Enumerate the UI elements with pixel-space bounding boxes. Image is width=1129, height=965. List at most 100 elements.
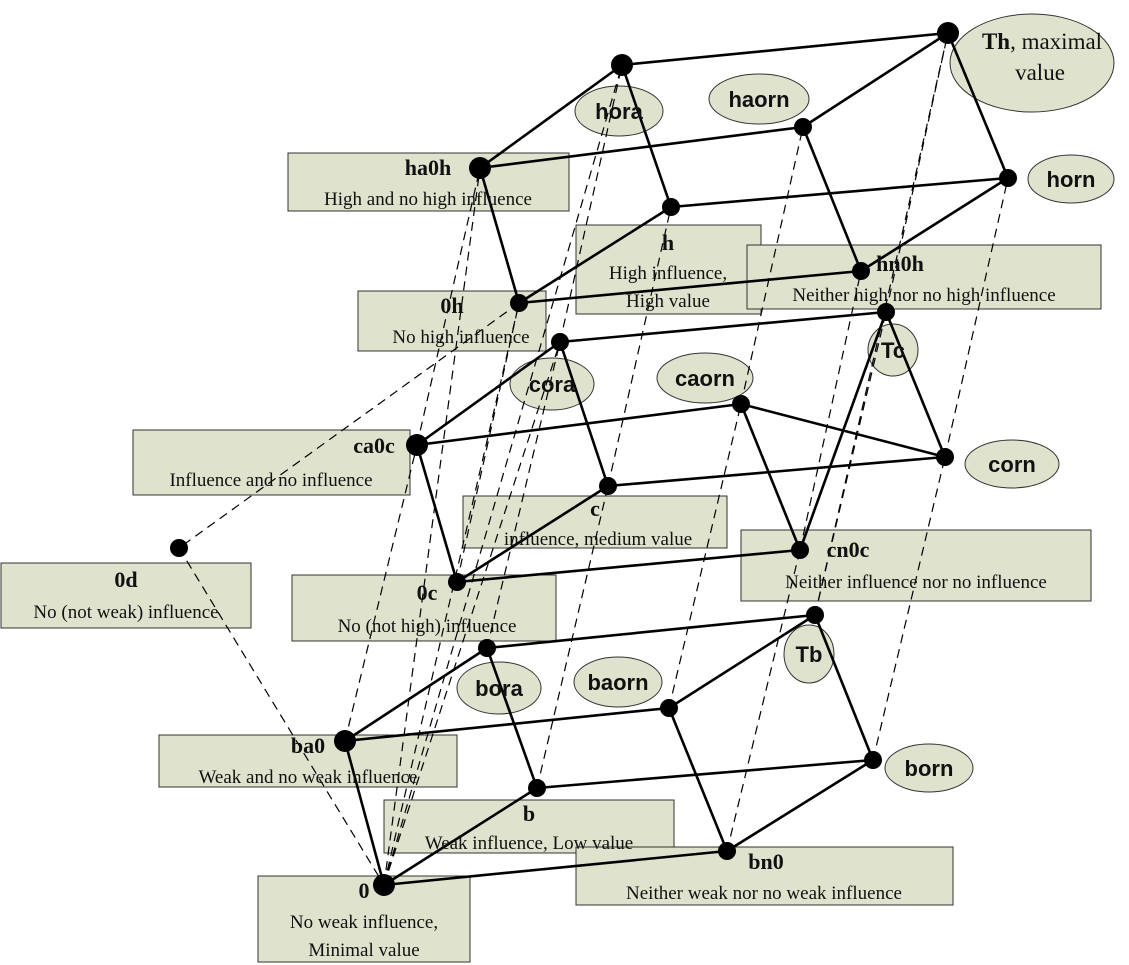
- box-b: [383, 799, 675, 854]
- edge-haorn-Th: [802, 31, 949, 129]
- edge-Th-horn: [946, 32, 1010, 179]
- edge-bora-Tb: [486, 613, 816, 650]
- ellipse-bora: [456, 661, 542, 715]
- edge-z-bn0: [383, 849, 728, 887]
- edge-ca0c-caorn: [416, 402, 742, 447]
- node-ca0c: [406, 434, 428, 456]
- ellipse-th: [949, 13, 1115, 113]
- edge-cora-c: [558, 341, 610, 487]
- edge-ha0h-hora: [479, 63, 623, 170]
- box-0c: [291, 574, 557, 642]
- node-b: [528, 779, 546, 797]
- ellipse-baorn-text: baorn: [587, 670, 648, 695]
- dashed-edge-ba0-ca0c: [344, 444, 418, 742]
- label-0-desc-2: Minimal value: [308, 940, 419, 961]
- node-h0: [510, 294, 528, 312]
- dashed-edge-Tc-Th: [885, 32, 949, 313]
- node-born: [864, 751, 882, 769]
- edge-Tb-born: [813, 614, 875, 761]
- node-cora: [551, 333, 569, 351]
- dashed-edge-z-cora: [383, 341, 561, 886]
- edge-haorn-hn0h: [801, 126, 863, 272]
- label-ba0-name: ba0: [291, 733, 325, 758]
- edge-h-h0: [518, 205, 672, 305]
- box-h: [575, 224, 762, 315]
- edge-ha0h-haorn: [479, 125, 804, 170]
- node-horn: [999, 169, 1017, 187]
- dashed-edge-caorn-haorn: [740, 126, 804, 405]
- node-cn0c: [791, 541, 809, 559]
- ellipse-bora-text: bora: [475, 676, 523, 701]
- ellipse-corn: [964, 439, 1060, 489]
- label-0c-desc: No (not high) influence: [338, 616, 517, 637]
- node-caorn: [732, 395, 750, 413]
- ellipse-hora-text: hora: [595, 99, 643, 124]
- edge-bora-b: [485, 647, 539, 789]
- dashed-edge-baorn-caorn: [668, 403, 742, 709]
- label-texts: ha0h High and no high influence h High i…: [33, 29, 1102, 961]
- edge-c-corn: [607, 455, 946, 488]
- label-cn0c-desc: Neither influence nor no influence: [785, 572, 1047, 593]
- edge-hora-Th: [621, 31, 949, 67]
- node-d0: [170, 539, 188, 557]
- ellipse-horn: [1027, 154, 1115, 204]
- ellipse-th-text-line2: value: [1015, 60, 1065, 85]
- label-h-desc-2: High value: [626, 291, 710, 312]
- node-ba0: [334, 730, 356, 752]
- box-0: [257, 875, 471, 963]
- label-ha0h-name: ha0h: [405, 155, 451, 180]
- edge-cn0c-Tc: [798, 311, 888, 551]
- node-ha0h: [469, 157, 491, 179]
- label-ba0-desc: Weak and no weak influence: [199, 767, 418, 788]
- box-ca0c: [132, 429, 411, 496]
- edge-ba0-bora: [344, 646, 488, 743]
- label-b-name: b: [523, 801, 535, 826]
- dashed-edge-bn0-cn0c: [726, 549, 801, 852]
- node-c: [599, 477, 617, 495]
- label-ca0c-desc: Influence and no influence: [169, 470, 372, 491]
- node-corn: [936, 448, 954, 466]
- ellipse-caorn: [656, 352, 754, 404]
- edge-Tc-corn: [884, 311, 947, 458]
- ellipse-corn-text: corn: [988, 452, 1036, 477]
- label-0d-name: 0d: [114, 567, 137, 592]
- label-0c-name: 0c: [417, 580, 438, 605]
- ellipse-haorn: [708, 73, 810, 125]
- node-bn0: [718, 842, 736, 860]
- dashed-edge-born-corn: [872, 456, 946, 761]
- edge-baorn-Tb: [668, 613, 816, 710]
- node-h: [662, 198, 680, 216]
- ellipse-tc-text: Tc: [881, 338, 905, 363]
- label-hn0h-name: hn0h: [876, 251, 924, 276]
- ellipse-cora: [509, 357, 595, 411]
- dashed-edge-c0-h0: [456, 302, 520, 583]
- edge-ca0c-c0: [415, 444, 459, 583]
- dashed-edge-z-hora: [383, 64, 623, 886]
- node-bora: [478, 639, 496, 657]
- node-Tc: [877, 303, 895, 321]
- box-0d: [0, 562, 252, 629]
- dashed-edge-h0-d0: [178, 302, 520, 549]
- ellipse-tb-text: Tb: [796, 642, 823, 667]
- label-0d-desc: No (not weak) influence: [33, 602, 218, 623]
- label-bn0-name: bn0: [748, 849, 783, 874]
- lattice-nodes: [170, 22, 1017, 896]
- dashed-edge-d0-z: [178, 547, 385, 886]
- dashed-edge-Tb-Th: [814, 32, 949, 616]
- edge-ha0h-h0: [478, 167, 521, 304]
- dashed-edge-corn-horn: [944, 177, 1009, 458]
- ellipse-horn-text: horn: [1047, 167, 1096, 192]
- edge-caorn-cn0c: [739, 403, 802, 551]
- edge-cora-Tc: [559, 310, 887, 344]
- label-b-desc: Weak influence, Low value: [425, 833, 633, 854]
- box-ba0: [158, 734, 458, 788]
- ellipse-born-text: born: [905, 756, 954, 781]
- edge-b-born: [536, 758, 874, 790]
- dashed-edge-cora-hora: [559, 64, 623, 343]
- ellipse-labels: [456, 13, 1115, 793]
- label-c-desc: influence, medium value: [504, 529, 692, 550]
- dashed-edge-b-c: [536, 485, 609, 789]
- node-Tb: [806, 606, 824, 624]
- node-z: [373, 874, 395, 896]
- edge-h0-hn0h: [518, 269, 862, 305]
